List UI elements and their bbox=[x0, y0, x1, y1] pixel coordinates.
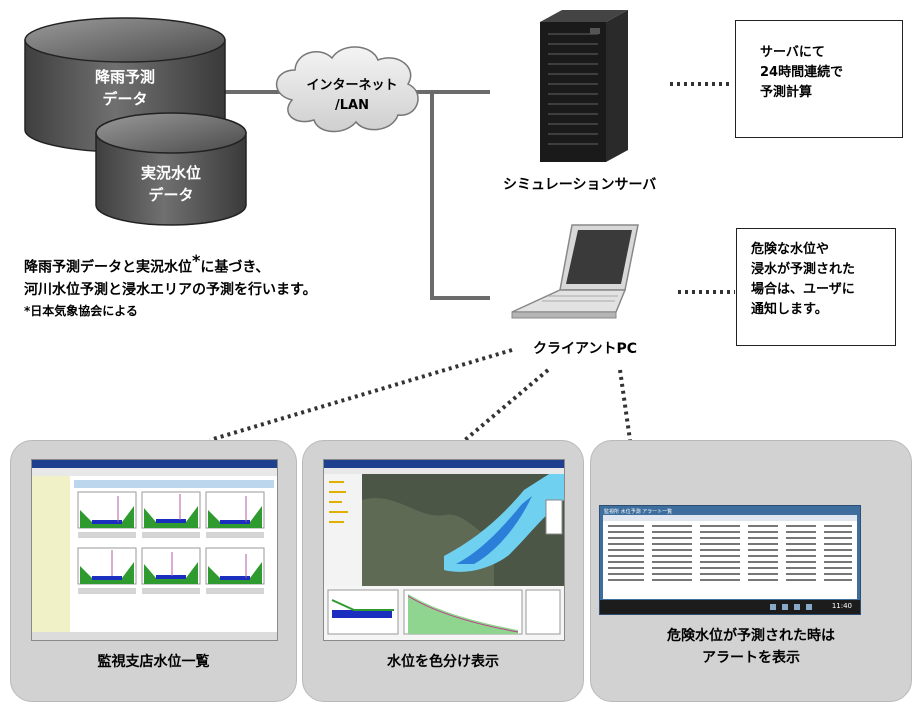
alert-window-title: 監視所 水位予測 アラート一覧 bbox=[604, 509, 673, 515]
panel-caption: 水位を色分け表示 bbox=[387, 654, 499, 670]
client-note-line: 通知します。 bbox=[751, 302, 828, 317]
laptop-icon bbox=[511, 224, 639, 319]
panel-color-map: 水位を色分け表示 bbox=[302, 440, 584, 702]
dotted-connectors bbox=[209, 82, 735, 442]
network-label: インターネット /LAN bbox=[306, 78, 398, 113]
water-level-database-icon bbox=[95, 112, 247, 226]
panel-caption-line: 危険水位が予測された時は bbox=[667, 628, 835, 644]
system-description: 降雨予測データと実況水位*に基づき、 河川水位予測と浸水エリアの予測を行います。 bbox=[24, 251, 317, 298]
alert-screenshot: 監視所 水位予測 アラート一覧 11:40 bbox=[599, 505, 861, 615]
footnote: *日本気象協会による bbox=[24, 304, 138, 318]
server-note-line: サーバにて bbox=[760, 45, 825, 60]
server-note-line: 予測計算 bbox=[760, 85, 813, 100]
water-level-data-label: 実況水位 データ bbox=[140, 164, 201, 204]
mini-graph-grid bbox=[77, 491, 265, 585]
water-level-list-screenshot bbox=[31, 459, 278, 641]
server-note-box: サーバにて 24時間連続で 予測計算 bbox=[735, 20, 903, 138]
server-note-line: 24時間連続で bbox=[760, 65, 844, 80]
panel-alert: 監視所 水位予測 アラート一覧 11:40 危険水位が予測された時は アラートを… bbox=[590, 440, 912, 702]
panel-caption: 監視支店水位一覧 bbox=[97, 654, 210, 670]
client-note-line: 危険な水位や bbox=[751, 242, 830, 257]
rain-forecast-data-label: 降雨予測 データ bbox=[94, 68, 155, 108]
client-pc-caption: クライアントPC bbox=[533, 341, 637, 357]
server-caption: シミュレーションサーバ bbox=[503, 177, 657, 193]
client-note-box: 危険な水位や 浸水が予測された 場合は、ユーザに 通知します。 bbox=[736, 228, 896, 346]
client-note-line: 浸水が予測された bbox=[751, 262, 856, 277]
asterisk-mark: * bbox=[192, 251, 201, 270]
server-icon bbox=[540, 10, 628, 162]
cloud-icon bbox=[275, 46, 419, 133]
client-note-line: 場合は、ユーザに bbox=[751, 282, 855, 297]
panel-water-level-list: 監視支店水位一覧 bbox=[10, 440, 297, 702]
panel-caption-line: アラートを表示 bbox=[702, 650, 800, 666]
taskbar-clock: 11:40 bbox=[831, 602, 852, 610]
color-map-screenshot bbox=[323, 459, 565, 641]
